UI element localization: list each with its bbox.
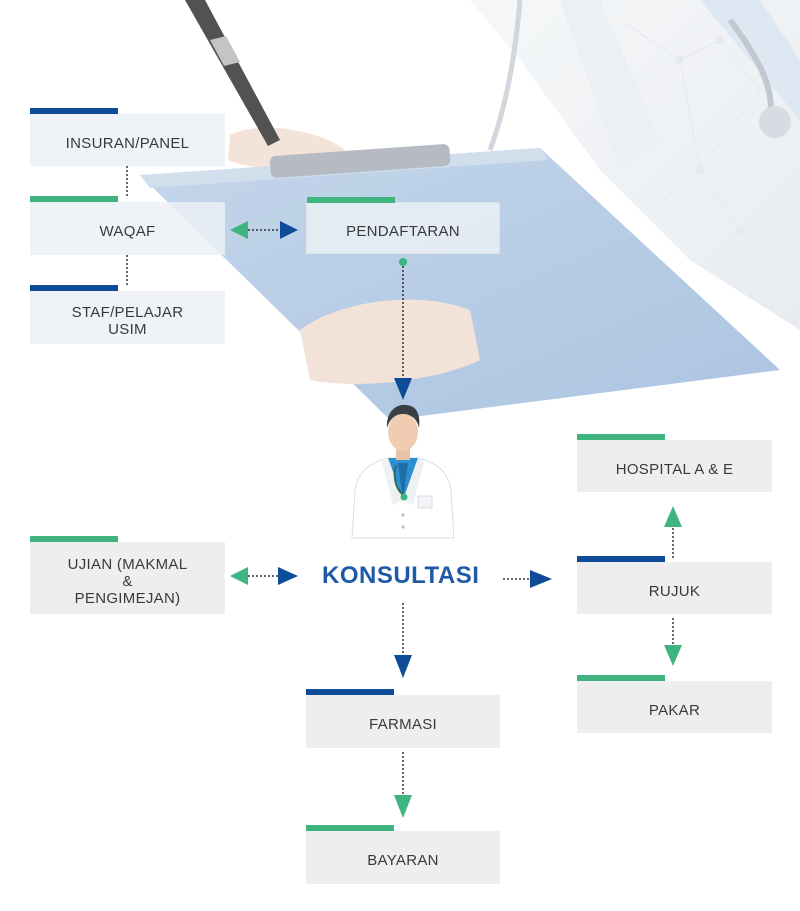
konsultasi-label: KONSULTASI (322, 562, 480, 589)
box-accent-bar (306, 689, 394, 695)
staf-pelajar-box: STAF/PELAJAR USIM (30, 285, 225, 344)
arrow-waqaf-pendaftaran (230, 221, 298, 239)
arrow-konsultasi-rujuk (503, 570, 552, 588)
rujuk-label: RUJUK (648, 582, 701, 600)
ujian-label: UJIAN (MAKMAL & PENGIMEJAN) (67, 555, 188, 607)
pendaftaran-box: PENDAFTARAN (306, 197, 500, 254)
waqaf-label: WAQAF (99, 223, 156, 240)
hospital-label: HOSPITAL A & E (615, 460, 734, 478)
arrow-rujuk-hospital (664, 506, 682, 558)
arrow-konsultasi-farmasi (394, 603, 412, 678)
pendaftaran-label: PENDAFTARAN (346, 222, 460, 240)
box-accent-bar (30, 285, 118, 291)
box-accent-bar (307, 197, 395, 203)
box-accent-bar (577, 556, 665, 562)
arrow-ujian-konsultasi (230, 567, 298, 585)
ujian-box: UJIAN (MAKMAL & PENGIMEJAN) (30, 536, 225, 614)
farmasi-box: FARMASI (306, 689, 500, 748)
box-accent-bar (306, 825, 394, 831)
arrow-pendaftaran-konsultasi (394, 258, 412, 400)
arrow-rujuk-pakar (664, 618, 682, 666)
box-accent-bar (30, 536, 118, 542)
insuran-panel-box: INSURAN/PANEL (30, 108, 225, 166)
box-accent-bar (577, 434, 665, 440)
box-accent-bar (30, 196, 118, 202)
pakar-box: PAKAR (577, 675, 772, 733)
hospital-box: HOSPITAL A & E (577, 434, 772, 492)
bayaran-label: BAYARAN (367, 852, 439, 869)
pakar-label: PAKAR (648, 701, 701, 719)
arrow-farmasi-bayaran (394, 752, 412, 818)
box-accent-bar (30, 108, 118, 114)
farmasi-label: FARMASI (369, 716, 437, 733)
bayaran-box: BAYARAN (306, 825, 500, 884)
rujuk-box: RUJUK (577, 556, 772, 614)
waqaf-box: WAQAF (30, 196, 225, 255)
box-accent-bar (577, 675, 665, 681)
insuran-panel-label: INSURAN/PANEL (65, 134, 190, 152)
doctor-icon (351, 404, 455, 539)
staf-pelajar-label: STAF/PELAJAR USIM (71, 303, 184, 338)
